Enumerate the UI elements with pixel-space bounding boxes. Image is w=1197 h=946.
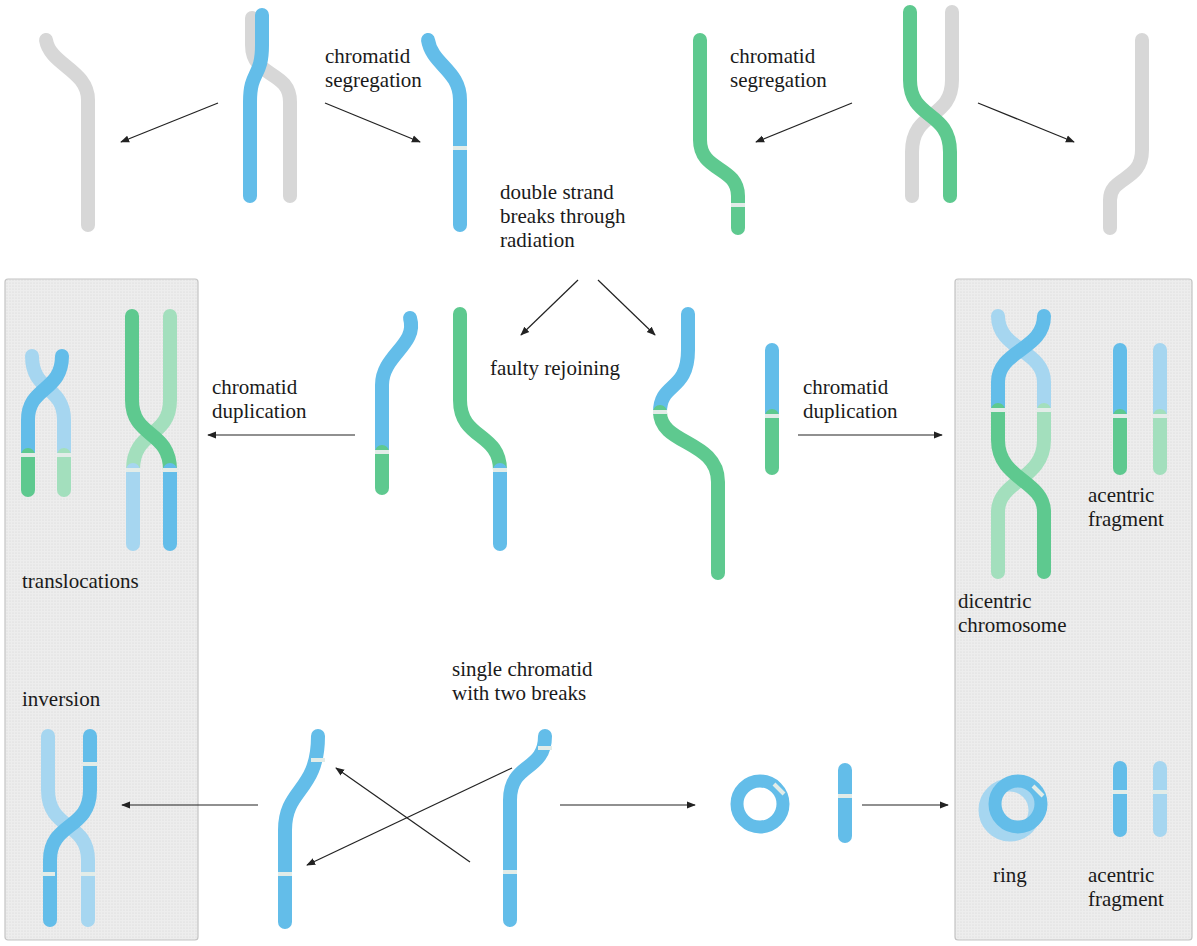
- arrow: [862, 804, 948, 805]
- chromatid: [765, 416, 779, 468]
- break-mark: [1153, 414, 1167, 418]
- arrow: [325, 103, 420, 142]
- step-label: chromatid duplication: [803, 375, 931, 423]
- panel-label: acentric fragment: [1088, 863, 1188, 911]
- panel-label: translocations: [22, 569, 192, 593]
- chromatid: [1113, 768, 1127, 830]
- chromatid: [1153, 350, 1167, 416]
- chromatid: [285, 736, 318, 922]
- chromatid: [1110, 40, 1142, 228]
- break-mark: [278, 872, 292, 876]
- chromatid: [737, 781, 783, 827]
- break-mark: [838, 794, 852, 798]
- chromatid: [998, 410, 1044, 572]
- break-mark: [503, 870, 517, 874]
- break-mark: [765, 414, 779, 418]
- arrow: [307, 768, 512, 865]
- panel-label: ring: [993, 863, 1053, 887]
- chromatid: [1153, 768, 1167, 830]
- panel: [5, 279, 1192, 940]
- arrow: [122, 804, 258, 805]
- break-mark: [57, 453, 71, 457]
- break-mark: [375, 450, 389, 454]
- chromatid: [660, 412, 718, 573]
- break-mark: [1033, 786, 1043, 796]
- panel: [5, 279, 198, 940]
- break-mark: [1113, 790, 1127, 794]
- chromatid: [132, 316, 170, 470]
- break-mark: [126, 468, 140, 472]
- break-mark: [1113, 414, 1127, 418]
- break-mark: [1153, 790, 1167, 794]
- step-label: single chromatid with two breaks: [452, 657, 630, 705]
- chromatid: [46, 40, 88, 225]
- chromatid: [910, 12, 950, 196]
- result-panel: acentric fragment dicentric chromosome rin…: [955, 279, 1192, 940]
- chromatid: [998, 410, 1044, 572]
- step-label: chromatid duplication: [212, 375, 340, 423]
- chromatid: [510, 736, 545, 920]
- arrow: [336, 768, 470, 862]
- break-mark: [493, 468, 507, 472]
- break-mark: [83, 762, 97, 766]
- chromatid: [250, 15, 262, 196]
- break-mark: [538, 746, 552, 750]
- arrow: [121, 103, 218, 142]
- chromatid: [1113, 350, 1127, 416]
- result-panel: translocations inversion: [5, 279, 198, 940]
- step-label: chromatid segregation: [325, 44, 453, 92]
- arrow: [598, 280, 655, 335]
- chromatid: [28, 356, 62, 455]
- chromatid: [765, 350, 779, 416]
- arrow: [798, 434, 942, 435]
- arrow: [208, 434, 355, 435]
- panel-label: acentric fragment: [1088, 483, 1188, 531]
- break-mark: [163, 468, 177, 472]
- break-mark: [311, 758, 325, 762]
- chromatid: [375, 452, 389, 488]
- chromatid: [382, 318, 411, 452]
- chromatid: [428, 40, 460, 225]
- chromatid: [838, 770, 852, 836]
- arrow: [521, 280, 578, 335]
- break-mark: [21, 148, 1167, 874]
- chromatid: [21, 455, 35, 490]
- step-label: chromatid segregation: [730, 44, 858, 92]
- arrow: [756, 103, 852, 142]
- panel-label: dicentric chromosome: [958, 589, 1088, 637]
- chromatid: [126, 470, 140, 544]
- arrow: [121, 103, 1074, 865]
- chromatid: [460, 314, 500, 470]
- chromatid: [1153, 416, 1167, 468]
- arrow: [978, 103, 1074, 142]
- chromatid: [1113, 416, 1127, 468]
- arrow: [560, 804, 695, 805]
- step-label: double strand breaks through radiation: [500, 180, 672, 252]
- chromatid: [163, 470, 177, 544]
- break-mark: [21, 453, 35, 457]
- break-mark: [731, 203, 745, 207]
- break-mark: [81, 872, 95, 876]
- chromatid: [133, 316, 170, 470]
- chromatid: [660, 314, 688, 412]
- break-mark: [653, 410, 667, 414]
- break-mark: [41, 872, 55, 876]
- panel-label: inversion: [22, 687, 192, 711]
- step-label: faulty rejoining: [490, 356, 670, 380]
- break-mark: [991, 408, 1005, 412]
- chromatid: [998, 316, 1044, 410]
- chromatid: [998, 316, 1044, 410]
- break-mark: [774, 784, 784, 794]
- chromatid: [493, 470, 507, 544]
- panel: [955, 279, 1192, 940]
- break-mark: [453, 146, 467, 150]
- chromatid: [28, 12, 1160, 922]
- break-mark: [1037, 408, 1051, 412]
- chromatid: [57, 455, 71, 490]
